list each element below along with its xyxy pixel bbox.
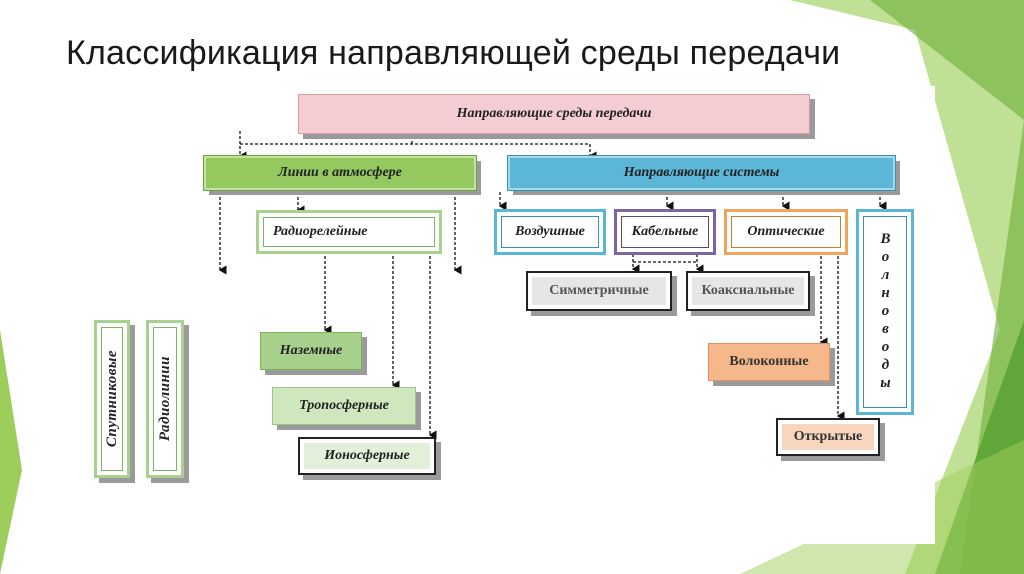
branch-guided-box: Направляющие системы <box>507 155 896 191</box>
satellite-box: Спутниковые <box>94 320 130 478</box>
radiorelay-box: Радиорелейные <box>256 210 442 254</box>
symmetric-label: Симметричные <box>549 283 649 298</box>
cable-box: Кабельные <box>614 209 716 255</box>
tropospheric-box: Тропосферные <box>272 387 416 425</box>
satellite-label: Спутниковые <box>103 350 120 448</box>
fiber-box: Волоконные <box>708 343 830 381</box>
ionospheric-box: Ионосферные <box>298 437 436 475</box>
tropospheric-label: Тропосферные <box>299 398 389 413</box>
coaxial-box: Коаксиальные <box>686 271 810 311</box>
waveguides-box: Волноводы <box>856 209 914 415</box>
open-box: Открытые <box>776 418 880 456</box>
branch-guided-label: Направляющие системы <box>623 165 780 180</box>
open-label: Открытые <box>793 429 863 444</box>
diagram-canvas: Направляющие среды передачи Линии в атмо… <box>90 86 935 544</box>
branch-atmosphere-label: Линии в атмосфере <box>278 165 402 180</box>
optical-label: Оптические <box>747 224 825 239</box>
radiolines-box: Радиолинии <box>146 320 184 478</box>
radiorelay-label: Радиорелейные <box>273 224 368 239</box>
ground-box: Наземные <box>260 332 362 370</box>
root-box: Направляющие среды передачи <box>298 94 810 134</box>
branch-atmosphere-box: Линии в атмосфере <box>203 155 477 191</box>
cable-label: Кабельные <box>631 224 699 239</box>
radiolines-label: Радиолинии <box>156 356 173 442</box>
fiber-label: Волоконные <box>729 354 809 369</box>
coaxial-label: Коаксиальные <box>701 283 795 298</box>
connector-lines <box>218 131 887 440</box>
air-label: Воздушные <box>515 224 585 239</box>
air-box: Воздушные <box>494 209 606 255</box>
ground-label: Наземные <box>279 343 343 358</box>
root-label: Направляющие среды передачи <box>456 106 652 121</box>
slide-title: Классификация направляющей среды передач… <box>66 34 841 72</box>
waveguides-label: Волноводы <box>877 231 894 393</box>
symmetric-box: Симметричные <box>526 271 672 311</box>
ionospheric-label: Ионосферные <box>324 448 410 463</box>
optical-box: Оптические <box>724 209 848 255</box>
